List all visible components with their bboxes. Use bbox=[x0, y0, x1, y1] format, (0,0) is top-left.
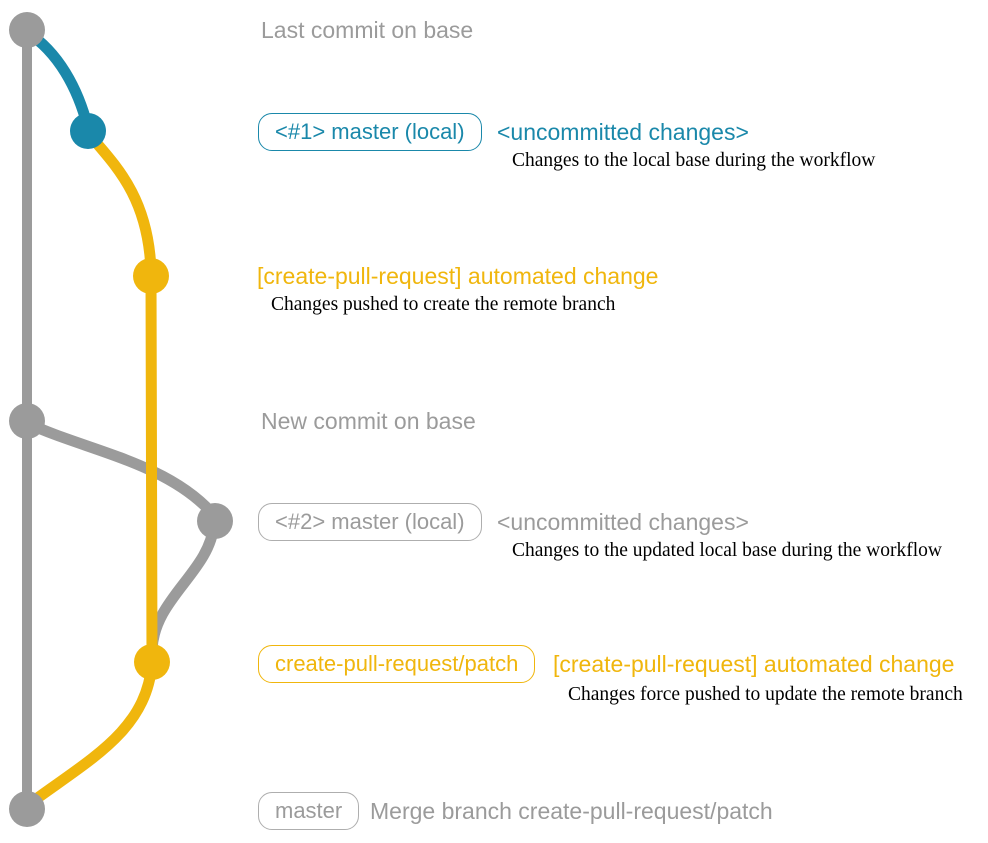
base-to-local2-curve bbox=[21, 417, 217, 518]
uncommitted-changes-2-caption: Changes to the updated local base during… bbox=[512, 540, 942, 561]
uncommitted-changes-2-title: <uncommitted changes> bbox=[497, 509, 749, 535]
node-merge-commit bbox=[9, 791, 45, 827]
new-commit-title: New commit on base bbox=[261, 408, 476, 434]
patch2-to-merge-curve bbox=[26, 658, 158, 808]
node-local-commit-1 bbox=[70, 113, 106, 149]
badge-master-local-1-label: <#1> master (local) bbox=[275, 119, 465, 144]
automated-change-1-title: [create-pull-request] automated change bbox=[257, 263, 659, 289]
automated-change-1-caption: Changes pushed to create the remote bran… bbox=[271, 294, 616, 315]
badge-patch-branch-label: create-pull-request/patch bbox=[275, 651, 519, 676]
node-new-commit-on-base bbox=[9, 403, 45, 439]
patch-branch-line bbox=[145, 270, 158, 666]
base-to-local1-curve bbox=[21, 26, 94, 134]
last-commit-title: Last commit on base bbox=[261, 17, 474, 43]
local1-to-patch1-curve bbox=[82, 127, 157, 276]
badge-master-local-2: <#2> master (local) bbox=[258, 503, 482, 541]
node-last-commit-on-base bbox=[9, 12, 45, 48]
automated-change-2-title: [create-pull-request] automated change bbox=[553, 651, 955, 677]
badge-patch-branch: create-pull-request/patch bbox=[258, 645, 536, 683]
badge-master-label: master bbox=[275, 798, 343, 823]
node-patch-commit-2 bbox=[134, 644, 170, 680]
badge-master-local-1: <#1> master (local) bbox=[258, 113, 482, 151]
uncommitted-changes-1-caption: Changes to the local base during the wor… bbox=[512, 150, 876, 171]
automated-change-2-caption: Changes force pushed to update the remot… bbox=[568, 684, 963, 705]
uncommitted-changes-1-title: <uncommitted changes> bbox=[497, 119, 749, 145]
git-graph bbox=[9, 12, 233, 827]
local2-to-patch2-curve bbox=[146, 518, 220, 656]
node-local-commit-2 bbox=[197, 503, 233, 539]
badge-master: master bbox=[258, 792, 360, 830]
node-patch-commit-1 bbox=[133, 258, 169, 294]
merge-title: Merge branch create-pull-request/patch bbox=[370, 798, 773, 824]
badge-master-local-2-label: <#2> master (local) bbox=[275, 509, 465, 534]
